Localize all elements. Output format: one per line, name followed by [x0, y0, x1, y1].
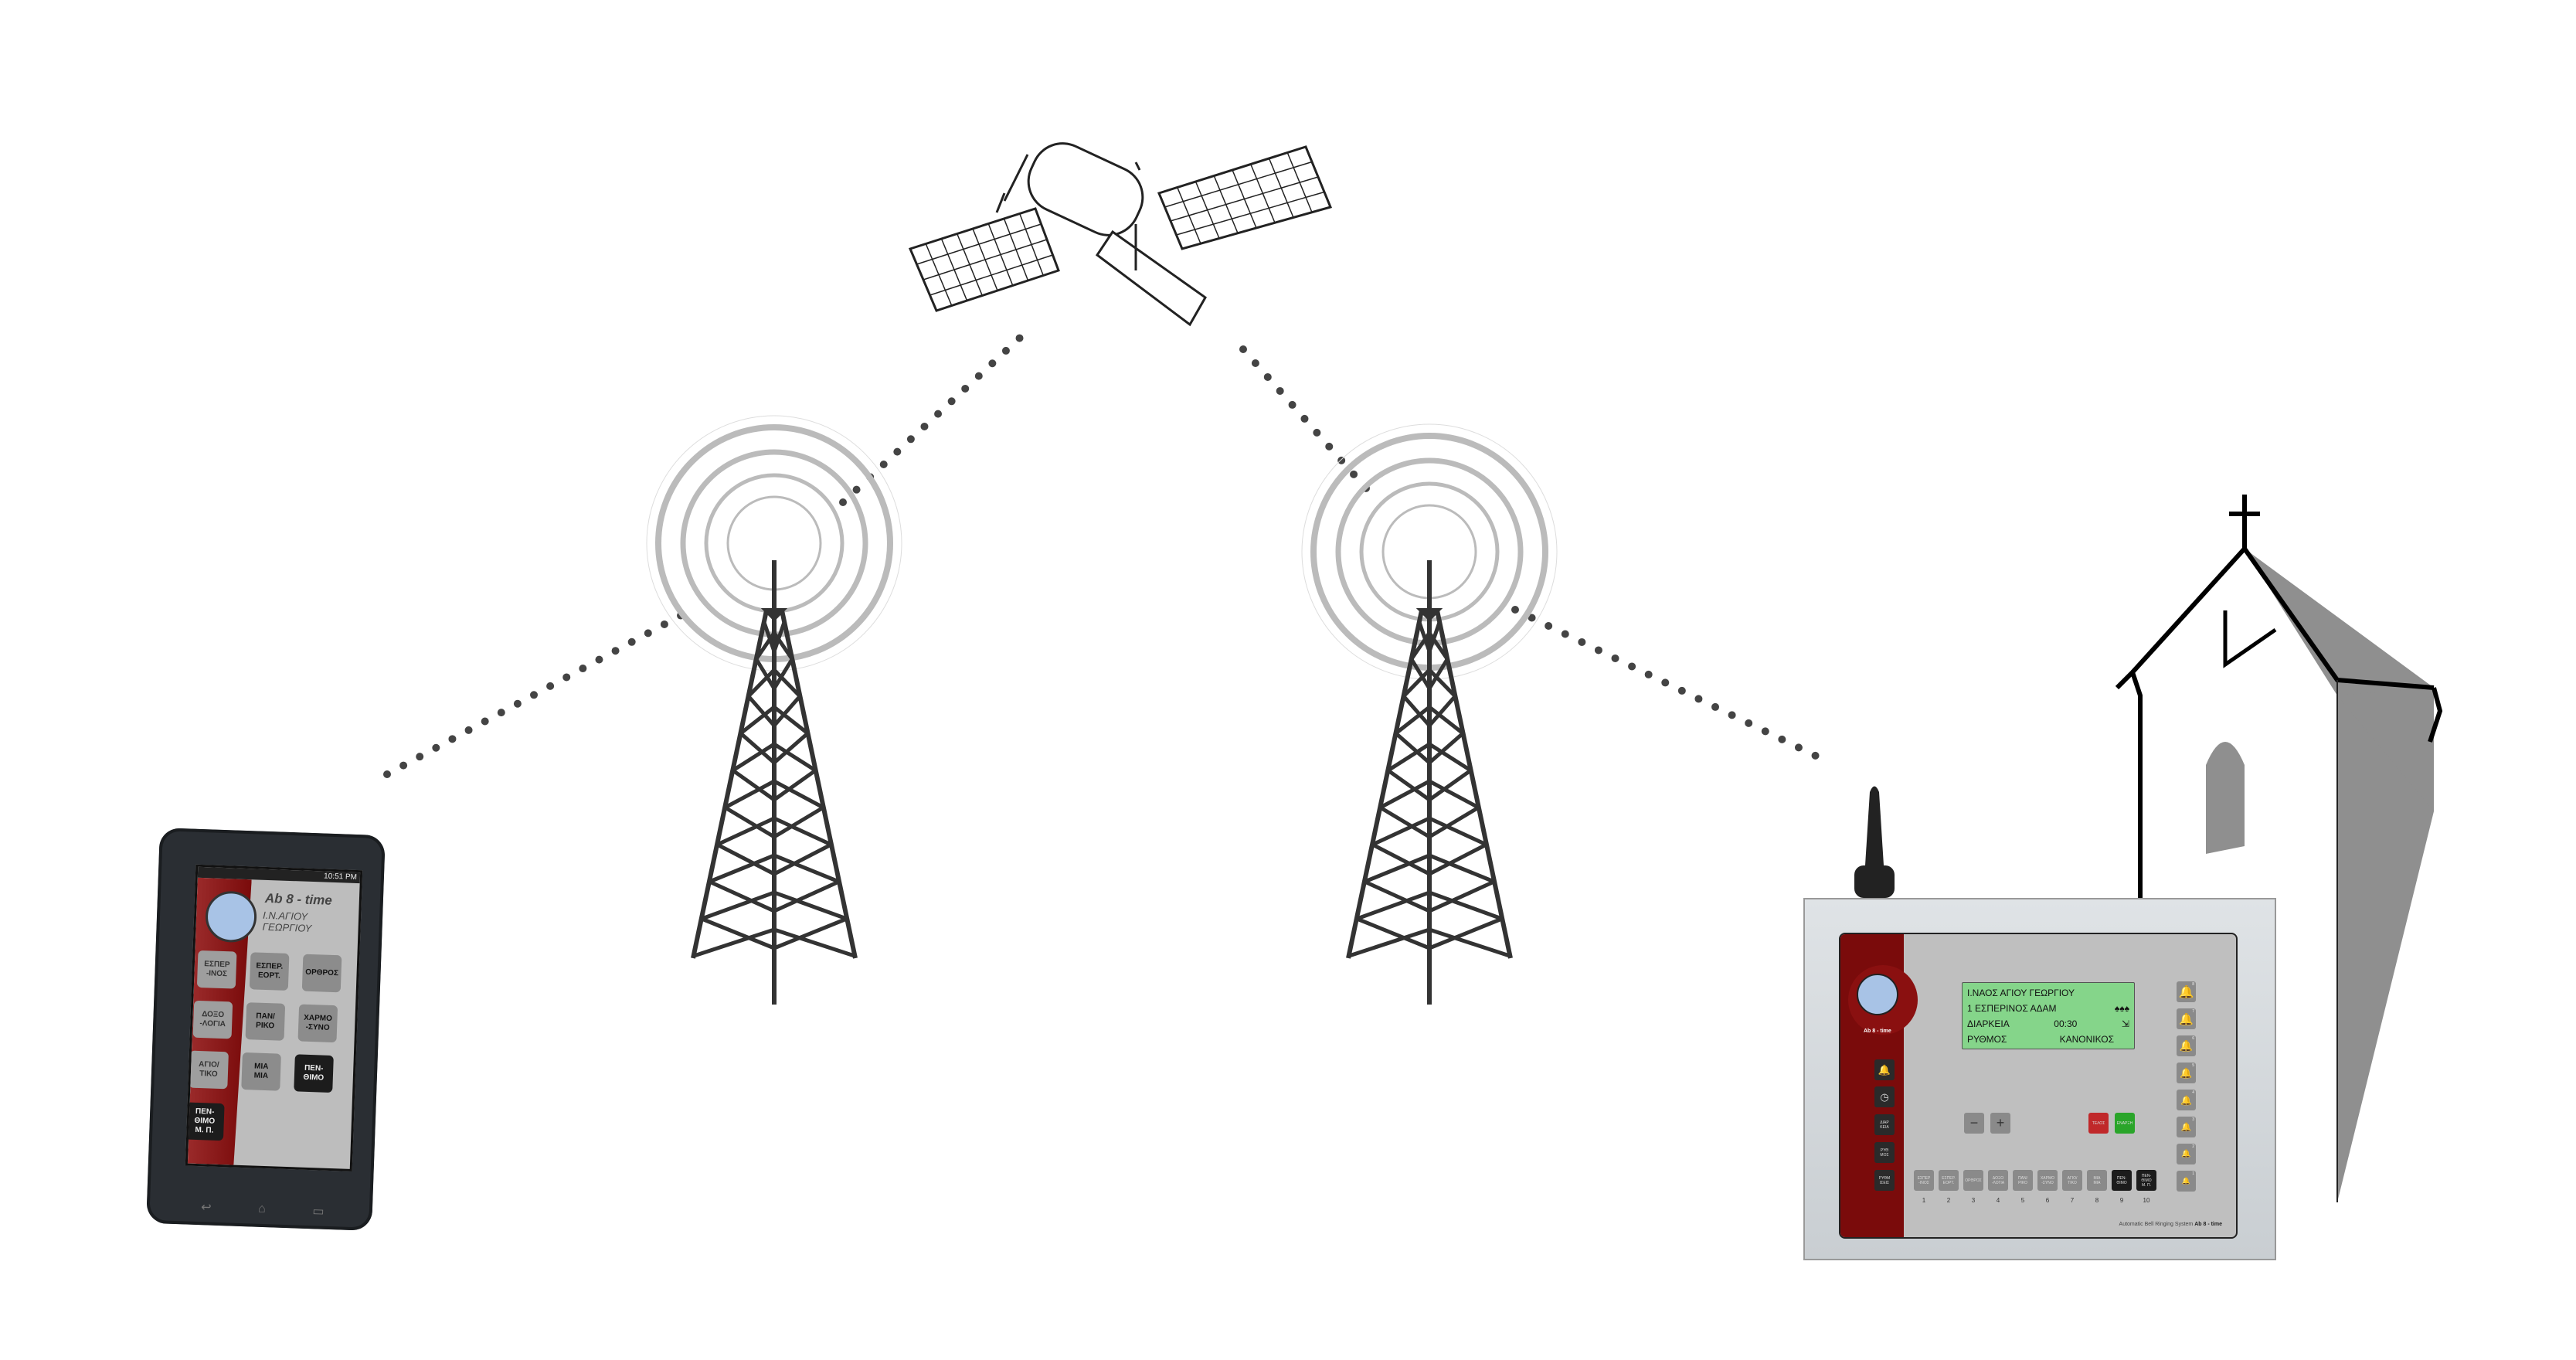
- phone-program-button[interactable]: ΕΣΠΕΡ. ΕΟΡΤ.: [249, 952, 290, 991]
- church-icon: [2115, 495, 2443, 1202]
- church-logo-icon: [1857, 974, 1898, 1015]
- lcd-duration-value: 00:30: [2054, 1018, 2078, 1029]
- phone-program-button[interactable]: ΠΑΝ/ ΡΙΚΟ: [245, 1002, 286, 1041]
- bell-icon: 🔔: [2180, 1094, 2192, 1106]
- program-number: 10: [2143, 1197, 2150, 1204]
- app-title: Ab 8 - time: [264, 890, 333, 908]
- program-button[interactable]: ΔΟΞΟ -ΛΟΓΙΑ: [1988, 1170, 2008, 1191]
- program-number: 1: [1922, 1197, 1926, 1204]
- phone-nav-bar: ↩ ⌂ ▭: [177, 1195, 348, 1224]
- bell-icon: 🔔: [2181, 1150, 2191, 1158]
- bell-icon: 🔔: [2181, 1177, 2191, 1185]
- program-button[interactable]: ΜΙΑ ΜΙΑ: [2087, 1170, 2107, 1191]
- program-number: 3: [1971, 1197, 1976, 1204]
- phone-screen: 10:51 PM Ab 8 - time Ι.Ν.ΑΓΙΟΥ ΓΕΩΡΓΙΟΥ …: [185, 864, 363, 1172]
- lcd-duration-label: ΔΙΑΡΚΕΙΑ: [1967, 1018, 2010, 1029]
- phone-program-button[interactable]: ΠΕΝ- ΘΙΜΟ: [294, 1054, 334, 1093]
- lcd-bells: ♠♠♠: [2114, 1003, 2129, 1014]
- bell-button[interactable]: 🔔3: [2177, 1117, 2196, 1137]
- bell-icon: 🔔: [2179, 1039, 2194, 1052]
- lcd-display: Ι.ΝΑΟΣ ΑΓΙΟΥ ΓΕΩΡΓΙΟΥ 1 ΕΣΠΕΡΙΝΟΣ ΑΔΑΜ ♠♠…: [1962, 982, 2135, 1049]
- phone-program-button[interactable]: ΠΕΝ- ΘΙΜΟ Μ. Π.: [185, 1102, 225, 1141]
- program-button[interactable]: ΟΡΘΡΟΣ: [1963, 1170, 1983, 1191]
- stop-button[interactable]: ΤΕΛΟΣ: [2088, 1113, 2109, 1134]
- program-button[interactable]: ΠΕΝ- ΘΙΜΟ: [2112, 1170, 2132, 1191]
- cell-tower-icon: [1346, 560, 1513, 1005]
- bell-number: 6: [2192, 1036, 2194, 1041]
- program-button[interactable]: ΠΑΝ/ ΡΙΚΟ: [2013, 1170, 2033, 1191]
- program-number: 5: [2020, 1197, 2025, 1204]
- start-button[interactable]: ΕΝΑΡΞΗ: [2115, 1113, 2135, 1134]
- bell-button[interactable]: 🔔8: [2177, 981, 2196, 1002]
- bell-number: 3: [2192, 1117, 2194, 1122]
- bell-button[interactable]: 🔔1: [2177, 1171, 2196, 1192]
- minus-button[interactable]: −: [1964, 1113, 1984, 1134]
- phone-program-button[interactable]: ΔΟΞΟ -ΛΟΓΙΑ: [192, 1000, 233, 1039]
- bell-control-panel: Ab 8 - time Ι.ΝΑΟΣ ΑΓΙΟΥ ΓΕΩΡΓΙΟΥ 1 ΕΣΠΕ…: [1803, 898, 2276, 1260]
- phone-program-button[interactable]: ΑΓΙΟ/ ΤΙΚΟ: [189, 1050, 229, 1090]
- program-button[interactable]: ΑΓΙΟ/ ΤΙΚΟ: [2062, 1170, 2082, 1191]
- signal-links: [383, 325, 1824, 778]
- signal-dotted-line: [1239, 345, 1371, 493]
- rhythm-button[interactable]: ΡΥΘ ΜΟΣ: [1874, 1142, 1895, 1163]
- bell-button[interactable]: 🔔2: [2177, 1144, 2196, 1164]
- back-icon[interactable]: ↩: [200, 1201, 212, 1215]
- smartphone: 10:51 PM Ab 8 - time Ι.Ν.ΑΓΙΟΥ ΓΕΩΡΓΙΟΥ …: [146, 828, 386, 1231]
- lcd-rhythm-label: ΡΥΘΜΟΣ: [1967, 1034, 2007, 1045]
- status-time: 10:51 PM: [323, 872, 358, 882]
- program-number: 9: [2119, 1197, 2124, 1204]
- phone-program-button[interactable]: ΕΣΠΕΡ -ΙΝΟΣ: [196, 950, 237, 989]
- signal-dotted-line: [839, 325, 1033, 506]
- cell-tower-icon: [691, 560, 858, 1005]
- home-icon[interactable]: ⌂: [257, 1202, 267, 1216]
- signal-dotted-line: [1511, 606, 1824, 762]
- program-number: 4: [1996, 1197, 2000, 1204]
- program-number: 2: [1946, 1197, 1951, 1204]
- program-button[interactable]: ΕΣΠΕΡ. ΕΟΡΤ.: [1939, 1170, 1959, 1191]
- bell-button[interactable]: 🔔4: [2177, 1090, 2196, 1110]
- lcd-icon: ⇲: [2121, 1018, 2129, 1029]
- bell-number: 4: [2192, 1090, 2194, 1095]
- phone-program-button[interactable]: ΜΙΑ ΜΙΑ: [241, 1052, 281, 1091]
- program-number: 7: [2070, 1197, 2075, 1204]
- footer-brand: Ab 8 - time: [2194, 1222, 2222, 1227]
- program-number: 6: [2045, 1197, 2050, 1204]
- panel-logo-name: Ab 8 - time: [1864, 1028, 1891, 1034]
- bell-number: 7: [2192, 1009, 2194, 1014]
- bell-icon: 🔔: [2180, 1066, 2193, 1079]
- phone-program-button[interactable]: ΟΡΘΡΟΣ: [301, 954, 342, 993]
- bell-icon: 🔔: [2180, 1123, 2192, 1132]
- duration-button[interactable]: ΔΙΑΡ ΚΕΙΑ: [1874, 1114, 1895, 1135]
- bell-icon: 🔔: [2178, 985, 2194, 999]
- church-name: Ι.Ν.ΑΓΙΟΥ ΓΕΩΡΓΙΟΥ: [262, 909, 312, 934]
- antenna-icon: [1854, 786, 1895, 898]
- bell-number: 5: [2192, 1063, 2194, 1068]
- signal-dotted-line: [383, 606, 695, 778]
- recents-icon[interactable]: ▭: [312, 1205, 325, 1219]
- bell-button[interactable]: 🔔: [1874, 1059, 1895, 1080]
- bell-button[interactable]: 🔔7: [2177, 1008, 2196, 1029]
- satellite-icon: [908, 142, 1333, 327]
- panel-face: Ab 8 - time Ι.ΝΑΟΣ ΑΓΙΟΥ ΓΕΩΡΓΙΟΥ 1 ΕΣΠΕ…: [1839, 933, 2238, 1239]
- bell-icon: 🔔: [2179, 1012, 2194, 1026]
- program-button[interactable]: ΕΣΠΕΡ -ΙΝΟΣ: [1914, 1170, 1934, 1191]
- bell-number: 1: [2192, 1171, 2194, 1176]
- bell-button[interactable]: 🔔6: [2177, 1035, 2196, 1056]
- plus-button[interactable]: +: [1990, 1113, 2010, 1134]
- program-number: 8: [2095, 1197, 2099, 1204]
- clock-button[interactable]: ◷: [1874, 1086, 1895, 1107]
- bell-button[interactable]: 🔔5: [2177, 1062, 2196, 1083]
- footer-text: Automatic Bell Ringing System: [2119, 1222, 2194, 1227]
- lcd-program: 1 ΕΣΠΕΡΙΝΟΣ ΑΔΑΜ: [1967, 1003, 2057, 1014]
- lcd-line-1: Ι.ΝΑΟΣ ΑΓΙΟΥ ΓΕΩΡΓΙΟΥ: [1967, 988, 2075, 998]
- bell-number: 2: [2192, 1144, 2194, 1149]
- program-button[interactable]: ΧΑΡΜΟ -ΣΥΝΟ: [2037, 1170, 2058, 1191]
- lcd-rhythm-value: ΚΑΝΟΝΙΚΟΣ: [2059, 1034, 2114, 1045]
- phone-program-button[interactable]: ΧΑΡΜΟ -ΣΥΝΟ: [297, 1004, 338, 1043]
- panel-footer: Automatic Bell Ringing System Ab 8 - tim…: [2119, 1222, 2222, 1227]
- program-button[interactable]: ΠΕΝ- ΘΙΜΟ Μ. Π.: [2136, 1170, 2156, 1191]
- settings-button[interactable]: ΡΥΘΜ ΙΣΕΙΣ: [1874, 1170, 1895, 1191]
- bell-number: 8: [2192, 982, 2194, 987]
